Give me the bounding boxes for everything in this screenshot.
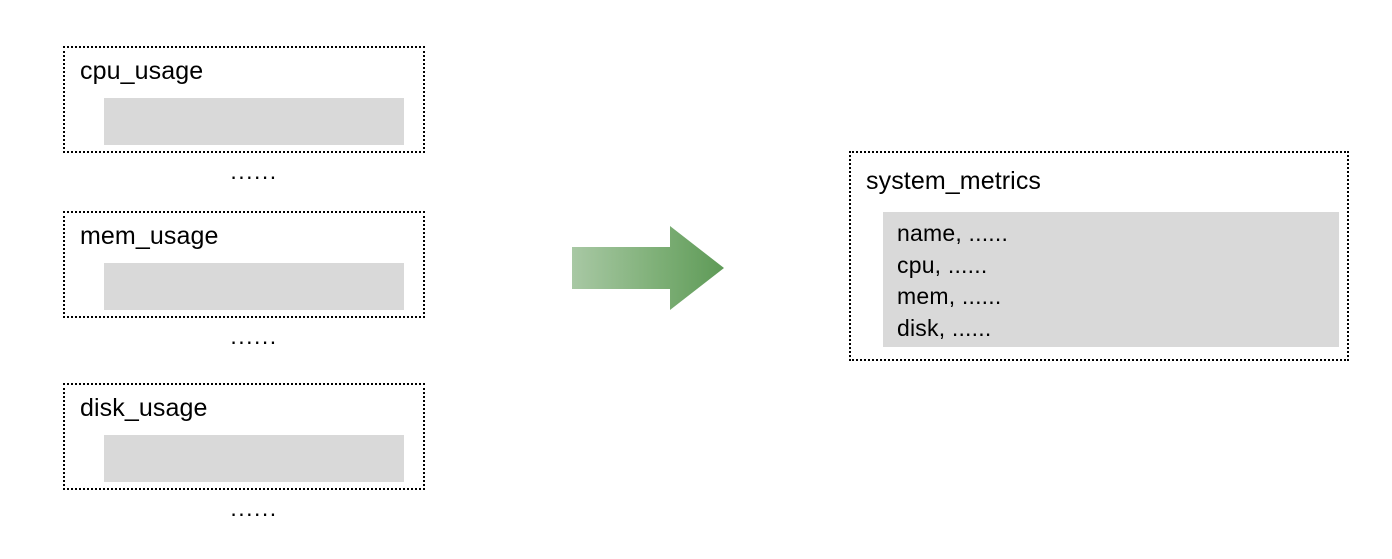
field-row: name, ...... bbox=[897, 220, 1009, 246]
field-row: disk, ...... bbox=[897, 315, 992, 341]
entity-box-cpu-usage[interactable]: cpu_usage ...... bbox=[63, 46, 425, 183]
entity-ellipsis-disk-usage: ...... bbox=[230, 495, 278, 521]
entity-body-mem-usage: ...... bbox=[104, 263, 404, 348]
entity-body-system-metrics: name, ...... cpu, ...... mem, ...... dis… bbox=[883, 212, 1339, 347]
entity-box-system-metrics[interactable]: system_metrics name, ...... cpu, ...... … bbox=[849, 151, 1349, 361]
right-arrow-icon bbox=[572, 226, 724, 310]
field-row: cpu, ...... bbox=[897, 252, 988, 278]
entity-ellipsis-cpu-usage: ...... bbox=[230, 158, 278, 184]
entity-ellipsis-mem-usage: ...... bbox=[230, 323, 278, 349]
transform-arrow bbox=[572, 226, 724, 310]
entity-box-mem-usage[interactable]: mem_usage ...... bbox=[63, 211, 425, 348]
entity-body-disk-usage: ...... bbox=[104, 435, 404, 520]
entity-title-cpu-usage: cpu_usage bbox=[80, 57, 204, 85]
entity-title-disk-usage: disk_usage bbox=[80, 394, 208, 422]
entity-box-disk-usage[interactable]: disk_usage ...... bbox=[63, 383, 425, 520]
entity-body-cpu-usage: ...... bbox=[104, 98, 404, 183]
entity-title-system-metrics: system_metrics bbox=[866, 167, 1042, 195]
entity-title-mem-usage: mem_usage bbox=[80, 222, 219, 250]
field-row: mem, ...... bbox=[897, 283, 1002, 309]
